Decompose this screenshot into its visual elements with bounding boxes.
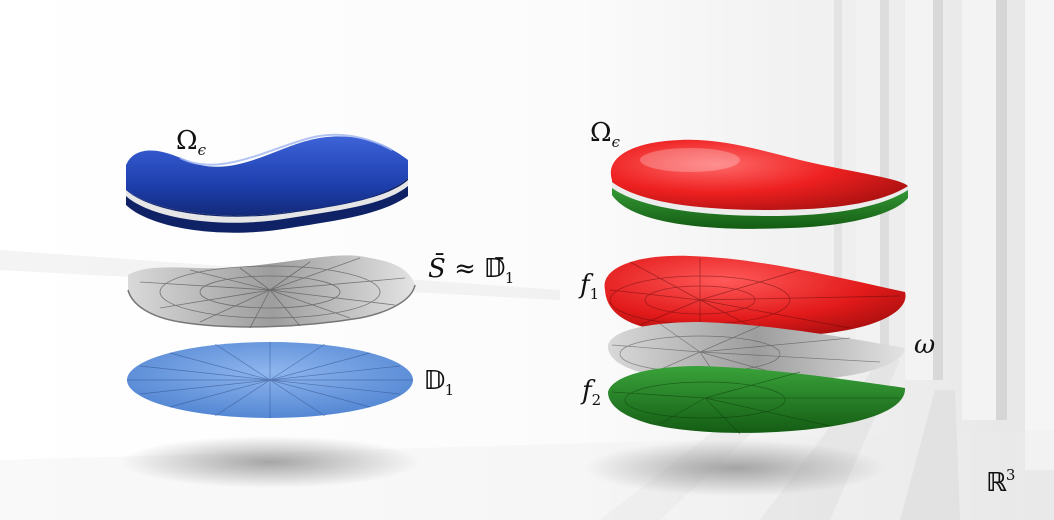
green-surface-f2 — [608, 366, 906, 435]
right-shadow — [585, 440, 885, 496]
label-r3: ℝ3 — [986, 466, 1016, 498]
label-omega-small: ω — [914, 330, 936, 360]
blue-shell-omega-eps — [126, 133, 408, 233]
label-disk-d1: 𝔻1 — [424, 366, 455, 399]
background-columns — [812, 0, 1054, 470]
light-blue-disk-d1 — [127, 342, 413, 418]
gray-surface-s-bar — [127, 255, 416, 329]
left-shadow — [120, 436, 420, 488]
label-f1: f1 — [580, 270, 600, 303]
red-shell-omega-eps — [610, 139, 908, 229]
label-f2: f2 — [582, 376, 602, 409]
label-omega-eps-left: Ωϵ — [176, 126, 206, 159]
label-s-bar-approx-d1: S̄ ≈ 𝔻̄1 — [428, 254, 515, 287]
label-omega-eps-right: Ωϵ — [590, 118, 620, 151]
